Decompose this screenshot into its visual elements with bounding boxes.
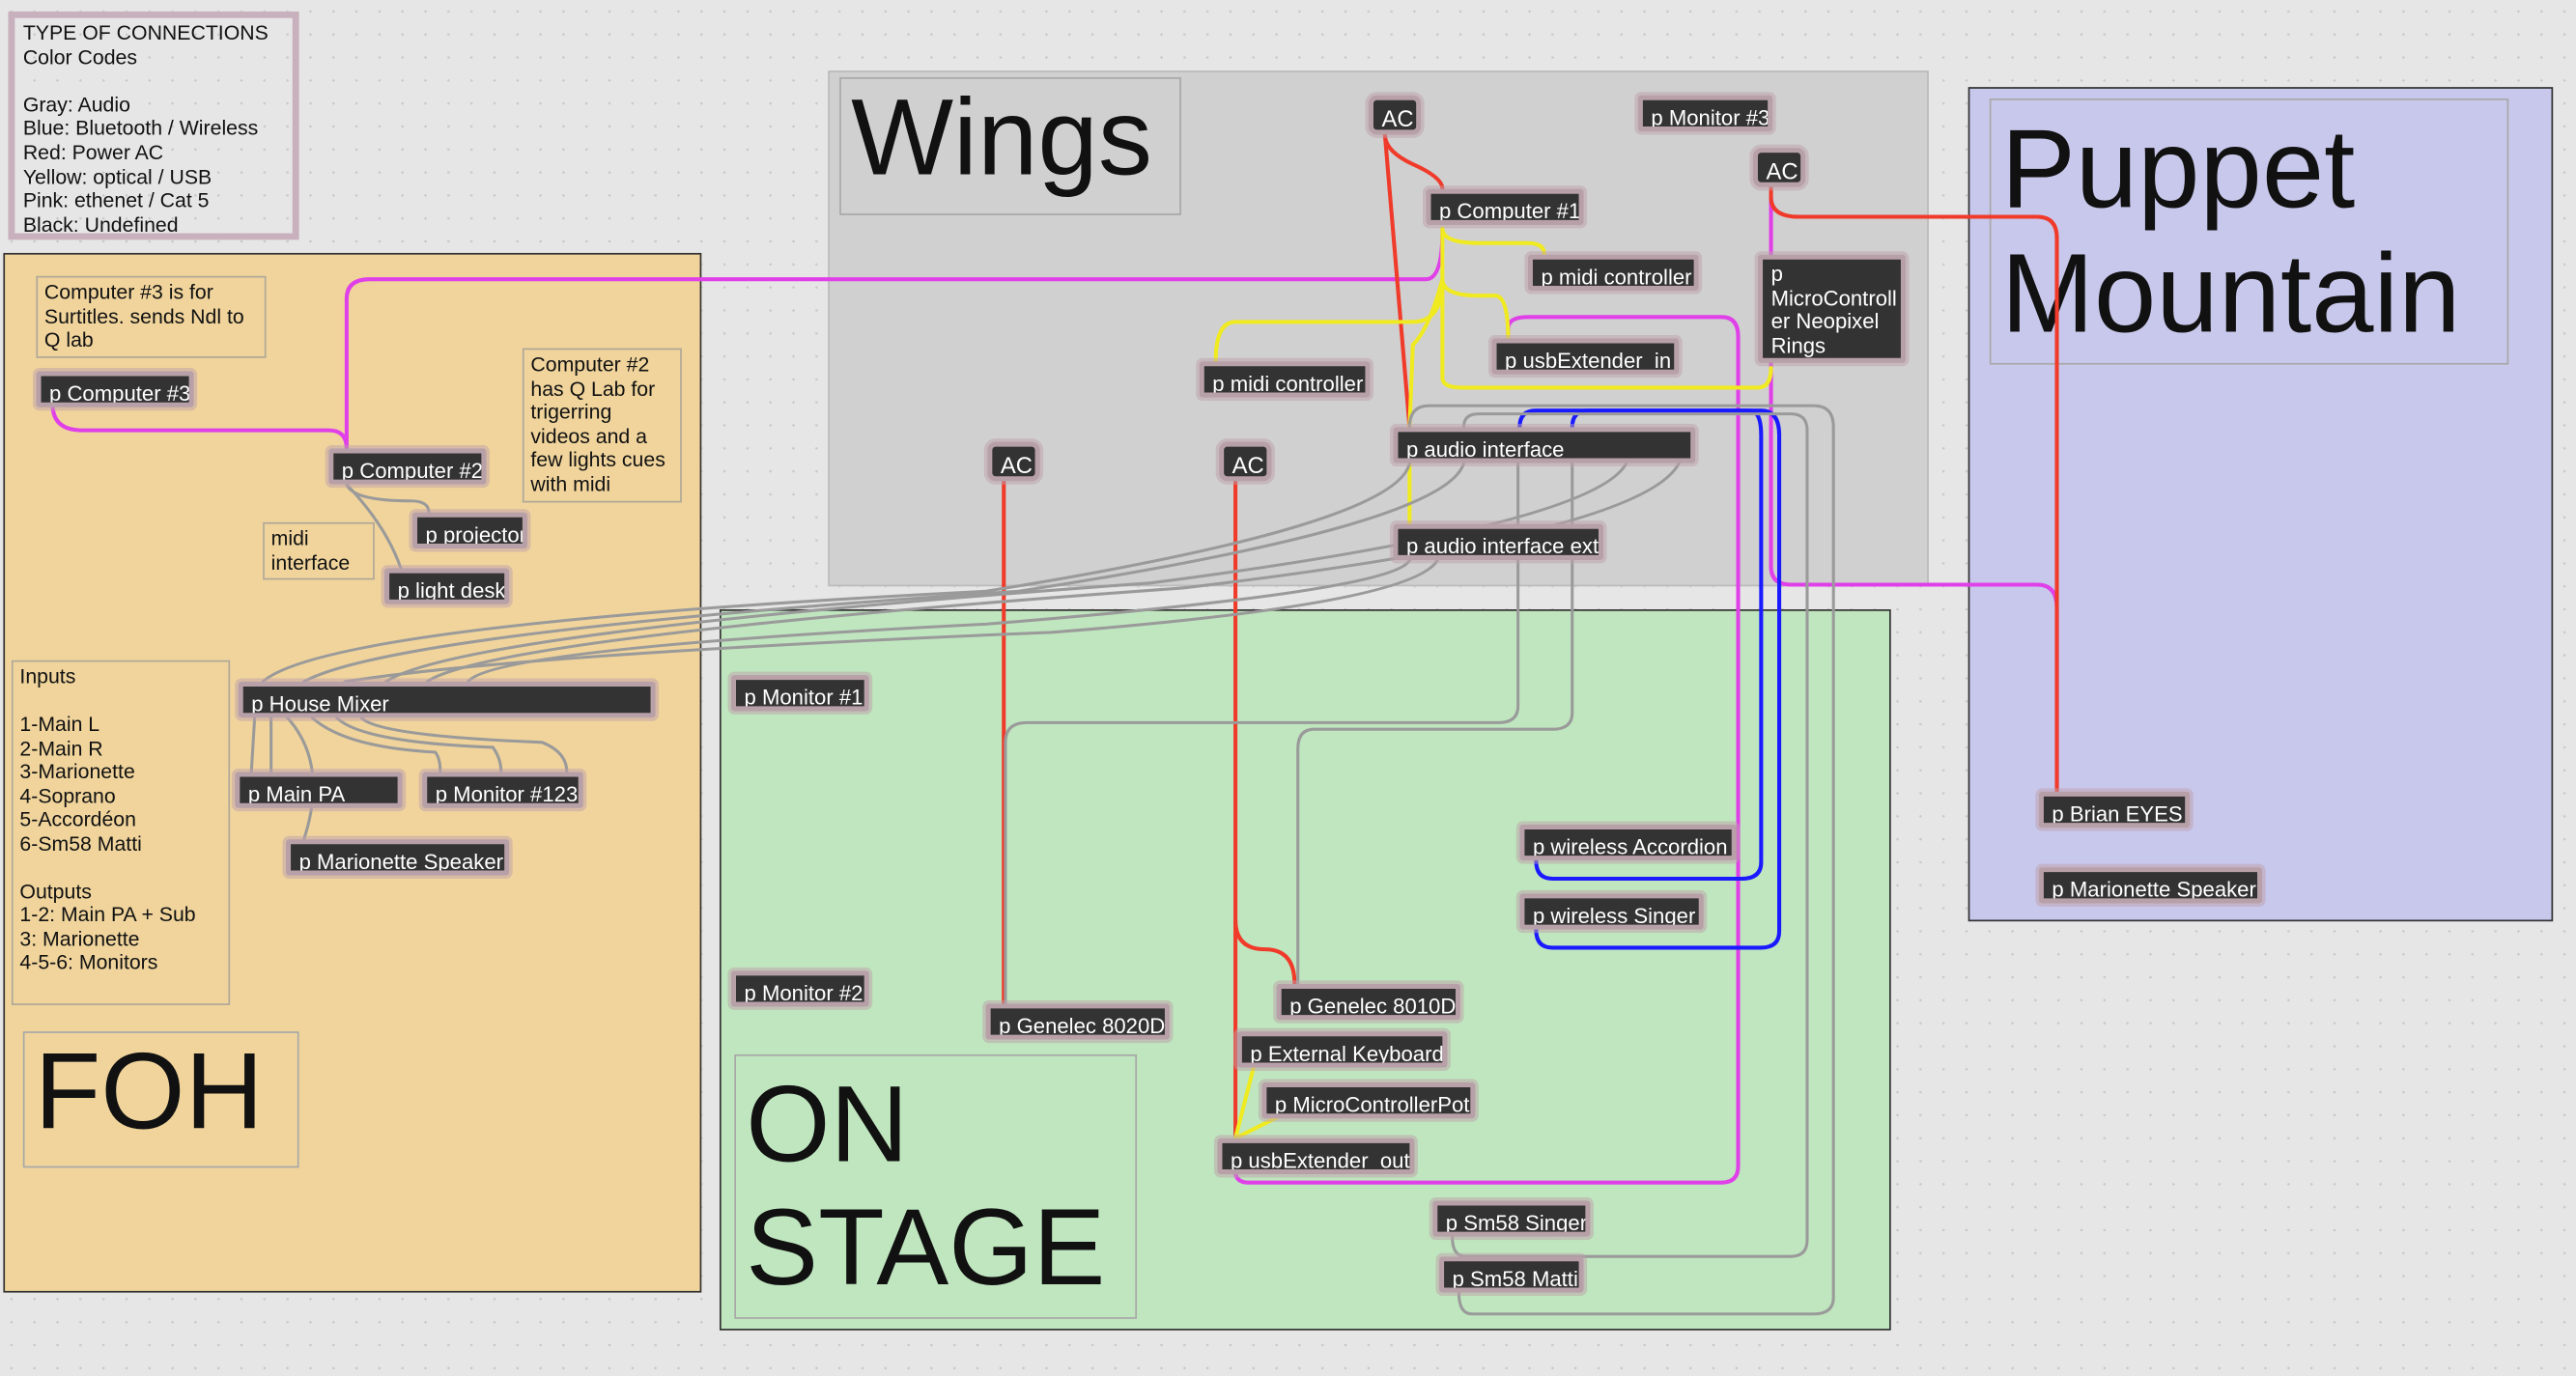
object-neopixel[interactable]: p MicroControll er Neopixel Rings: [1754, 251, 1910, 367]
object-marionette-speaker[interactable]: p Marionette Speaker: [282, 835, 513, 879]
object-audio-interface[interactable]: p audio interface: [1389, 423, 1699, 467]
object-light-desk[interactable]: p light desk: [381, 565, 513, 608]
object-wireless-accordion[interactable]: p wireless Accordion: [1515, 821, 1741, 864]
foh-label: FOH: [22, 1031, 299, 1168]
comment-midi-interface: midi interface: [263, 521, 375, 580]
onstage-label: ON STAGE: [734, 1053, 1138, 1319]
object-monitor123[interactable]: p Monitor #123: [418, 769, 587, 812]
object-usb-out[interactable]: p usbExtender_out: [1213, 1135, 1418, 1178]
object-monitor1[interactable]: p Monitor #1: [727, 671, 873, 715]
object-ac3[interactable]: AC: [983, 438, 1044, 485]
connection-legend: TYPE OF CONNECTIONS Color Codes Gray: Au…: [8, 11, 299, 240]
object-sm58-matti[interactable]: p Sm58 Matti: [1435, 1252, 1588, 1297]
puppet-label: Puppet Mountain: [1989, 98, 2509, 365]
object-midi-controller-r[interactable]: p midi controller: [1524, 251, 1703, 295]
object-brian-eyes[interactable]: p Brian EYES: [2035, 788, 2194, 831]
object-midi-controller-l[interactable]: p midi controller: [1196, 357, 1373, 402]
comment-inputs-outputs: Inputs 1-Main L 2-Main R 3-Marionette 4-…: [11, 660, 231, 1005]
object-ac2[interactable]: AC: [1749, 144, 1809, 191]
object-micro-pot[interactable]: p MicroControllerPot: [1258, 1079, 1479, 1122]
object-wireless-singer[interactable]: p wireless Singer: [1515, 889, 1708, 934]
object-computer1[interactable]: p Computer #1: [1422, 185, 1588, 229]
object-monitor3[interactable]: p Monitor #3: [1634, 92, 1776, 135]
object-sm58-singer[interactable]: p Sm58 Singer: [1429, 1196, 1594, 1241]
comment-computer2: Computer #2 has Q Lab for trigerring vid…: [522, 348, 682, 503]
comment-computer3: Computer #3 is for Surtitles. sends Ndl …: [36, 275, 267, 358]
object-audio-interface-ext[interactable]: p audio interface ext: [1389, 520, 1607, 564]
object-monitor2[interactable]: p Monitor #2: [727, 967, 873, 1011]
object-ac1[interactable]: AC: [1365, 92, 1425, 138]
object-genelec8010[interactable]: p Genelec 8010D: [1273, 980, 1464, 1024]
object-main-pa[interactable]: p Main PA: [231, 769, 407, 812]
object-marionette-speaker-pm[interactable]: p Marionette Speaker: [2035, 863, 2266, 907]
object-projector[interactable]: p projector: [409, 509, 531, 552]
object-genelec8020[interactable]: p Genelec 8020D: [982, 999, 1174, 1044]
object-usb-in[interactable]: p usbExtender_in: [1488, 334, 1683, 379]
wings-label: Wings: [839, 76, 1181, 215]
object-ac4[interactable]: AC: [1215, 438, 1275, 485]
object-computer3[interactable]: p Computer #3: [33, 368, 198, 411]
object-computer2[interactable]: p Computer #2: [325, 444, 490, 489]
puppet-panel: [1967, 87, 2554, 922]
object-house-mixer[interactable]: p House Mixer: [235, 678, 660, 721]
object-ext-keyboard[interactable]: p External Keyboard: [1233, 1027, 1451, 1071]
